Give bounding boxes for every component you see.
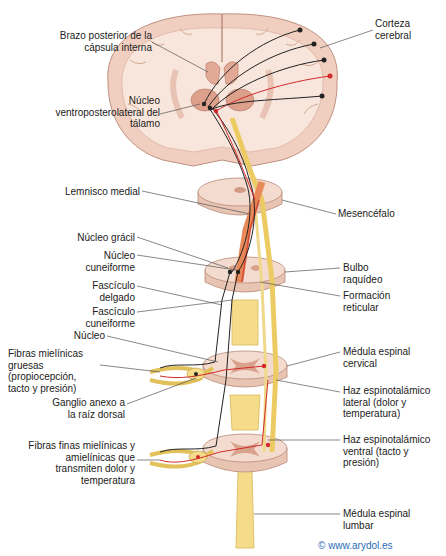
neuron-dots-part [228,270,232,274]
spinothalamic-tract-part [232,118,276,452]
part-label: Fibras mielínicas gruesas (propiocepción… [8,348,98,394]
sensory-pathways-part [216,110,255,200]
sensory-pathways-part [216,76,330,111]
leader-lines-part [142,191,250,214]
sensory-pathways [160,30,330,462]
part-label: Ganglio anexo a la raíz dorsal [45,397,125,420]
leader-lines-part [107,336,218,362]
part-label: Núcleo cuneiforme [75,250,135,273]
sensory-pathways-part [160,272,230,368]
part-label: Fibras finas mielínicas y amielínicas qu… [25,440,135,486]
leader-lines-part [160,104,200,114]
neuron-dots-part [328,74,333,79]
leader-lines-part [320,30,373,48]
brain-section-part [221,14,222,62]
leader-lines-part [268,440,340,441]
neuron-dots-part [202,102,206,106]
part-label: Formación reticular [343,290,413,313]
part-label: Fascículo cuneiforme [80,306,135,329]
neuron-dots-part [322,58,327,63]
part-label: Médula espinal lumbar [343,508,428,531]
part-label: Corteza cerebral [375,18,435,41]
leader-lines-part [287,352,340,366]
leader-lines-part [127,378,196,404]
neuron-dots-part [214,109,218,113]
neuron-dots-part [208,106,212,110]
dorsal-root-ganglia-part [150,368,213,384]
leader-lines-part [100,365,160,372]
sensory-pathways-part [208,106,250,272]
lumbar-cord-slice-part [230,441,260,457]
sensory-pathways-part [210,96,322,110]
neuron-dots-part [320,94,325,99]
spinal-cord-part [232,300,258,345]
spinal-cord-part [230,395,260,430]
leader-lines-part [137,460,160,461]
neuron-dots-part [266,443,270,447]
medial-lemniscus-part [238,182,262,282]
leader-lines-part [254,514,340,515]
part-label: Mesencéfalo [338,208,428,220]
leader-lines-part [137,237,228,268]
part-label: Fascículo delgado [80,280,135,303]
spinal-cord [230,300,260,548]
part-label: Núcleo grácil [55,232,135,244]
brain-section-part [226,89,254,111]
midbrain-slice-part [234,187,246,193]
sensory-pathways-part [212,108,254,272]
leader-lines-part [137,255,236,270]
neuron-dots-part [236,270,240,274]
dorsal-root-ganglia-part [150,451,213,467]
leader-lines-part [137,286,222,305]
neuron-dots-part [194,372,198,376]
part-label: Brazo posterior de la cápsula interna [42,30,152,53]
midbrain-slice [198,178,282,215]
part-label: Lemnisco medial [50,186,140,198]
sensory-pathways-part [160,380,268,462]
leader-lines-part [260,282,340,296]
midbrain-slice-part [198,178,282,206]
watermark: © www.arydol.es [318,540,444,552]
leader-lines-part [282,200,336,214]
spinothalamic-tract [232,118,276,452]
leader-lines-part [137,300,232,312]
neuron-dots-part [312,42,317,47]
cervical-cord-slice-part [230,358,260,374]
leader-lines-part [285,268,340,272]
neuron-dots-part [196,455,200,459]
part-label: Haz espinotalámico lateral (dolor y temp… [343,385,441,420]
spinal-cord-part [236,470,254,548]
neuron-dots [194,28,333,460]
sensory-pathways-part [212,60,324,109]
part-label: Médula espinal cervical [343,346,428,369]
part-label: Núcleo [45,330,105,342]
sensory-pathways-part [204,30,300,104]
neuron-dots-part [298,28,303,33]
leader-lines-part [276,380,340,392]
neuron-dots-part [262,364,266,368]
part-label: Haz espinotalámico ventral (tacto y pres… [343,434,441,469]
sensory-pathways-part [160,272,238,452]
leader-lines-part [152,42,208,72]
part-label: Bulbo raquídeo [343,262,403,285]
sensory-pathways-part [160,366,264,378]
brain-section-part [206,62,220,85]
medial-lemniscus [238,182,262,282]
part-label: Núcleo ventroposterolateral del tálamo [52,95,160,130]
dorsal-root-ganglia [150,368,213,467]
